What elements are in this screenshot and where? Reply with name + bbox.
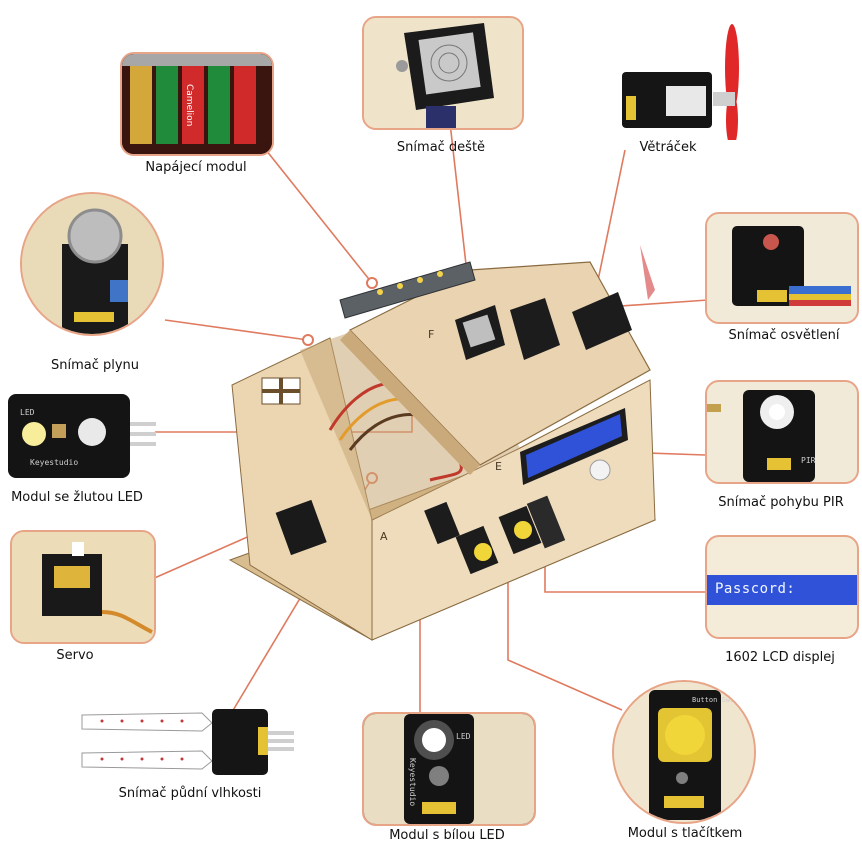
pir-sensor-icon xyxy=(707,382,857,482)
svg-text:A: A xyxy=(380,530,388,543)
battery-brand: Camelion xyxy=(184,84,194,127)
label-soil-sensor: Snímač půdní vlhkosti xyxy=(118,786,262,801)
label-yellow-led: Modul se žlutou LED xyxy=(11,490,143,505)
thumb-soil-sensor xyxy=(72,705,302,780)
yellow-led-pcb-label: LED xyxy=(20,408,35,417)
label-light-sensor: Snímač osvětlení xyxy=(728,328,840,343)
leader-fan xyxy=(595,149,626,291)
yellow-led-icon xyxy=(8,394,156,478)
lcd-screen xyxy=(707,575,857,605)
thumb-yellow-led: LED Keyestudio xyxy=(8,392,158,482)
label-fan: Větráček xyxy=(639,140,697,155)
label-white-led: Modul s bílou LED xyxy=(389,828,505,843)
thumb-servo xyxy=(10,530,156,644)
soil-sensor-icon xyxy=(81,709,294,775)
servo-icon xyxy=(12,532,154,642)
svg-text:E: E xyxy=(495,460,502,473)
label-button: Modul s tlačítkem xyxy=(627,826,743,841)
lcd-screen-text: Passcord: xyxy=(715,581,796,597)
house-fan xyxy=(572,292,632,350)
house-pir xyxy=(589,459,611,481)
leader-gas xyxy=(164,319,309,341)
house-light-sensor xyxy=(510,298,560,360)
thumb-power-module: Camelion xyxy=(120,52,274,156)
thumb-light-sensor xyxy=(705,212,859,324)
label-pir-sensor: Snímač pohybu PIR xyxy=(718,495,844,510)
white-led-icon xyxy=(364,714,534,824)
thumb-lcd: Passcord: xyxy=(705,535,859,639)
white-led-pcb-label: LED xyxy=(456,732,471,741)
thumb-pir-sensor: PIR xyxy=(705,380,859,484)
leader-dot-power xyxy=(366,277,378,289)
light-sensor-icon xyxy=(707,214,857,322)
thumb-gas-sensor xyxy=(20,192,164,336)
label-servo: Servo xyxy=(56,648,94,663)
gas-sensor-icon xyxy=(22,194,162,334)
thumb-fan xyxy=(618,20,748,148)
house-servo xyxy=(275,499,327,556)
battery-icon xyxy=(122,54,272,154)
pir-pcb-label: PIR xyxy=(801,456,816,465)
white-led-pcb-brand: Keyestudio xyxy=(408,758,417,807)
rain-sensor-icon xyxy=(364,18,522,128)
svg-text:F: F xyxy=(428,328,434,341)
button-pcb-label: Button Switch xyxy=(692,696,747,704)
thumb-button: Button Switch xyxy=(612,680,756,824)
label-gas-sensor: Snímač plynu xyxy=(50,358,140,373)
yellow-led-pcb-brand: Keyestudio xyxy=(30,458,79,467)
leader-power xyxy=(257,139,373,284)
label-power-module: Napájecí modul xyxy=(145,160,247,175)
thumb-white-led: LED Keyestudio xyxy=(362,712,536,826)
fan-icon xyxy=(622,24,739,148)
button-module-icon xyxy=(614,682,754,822)
label-lcd: 1602 LCD displej xyxy=(725,650,835,665)
thumb-rain-sensor xyxy=(362,16,524,130)
house-white-led xyxy=(424,501,460,545)
house-door xyxy=(526,495,566,549)
leader-dot-gas xyxy=(302,334,314,346)
label-rain-sensor: Snímač deště xyxy=(396,140,486,155)
